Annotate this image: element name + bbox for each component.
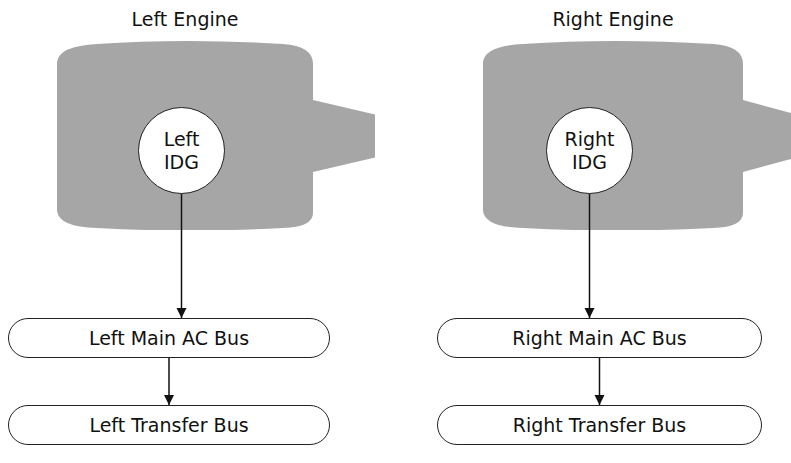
bus-box: Right Transfer Bus — [437, 405, 762, 445]
bus-box: Right Main AC Bus — [437, 318, 762, 358]
text-holder: Left IDG — [150, 128, 214, 174]
engine-silhouette — [57, 6, 375, 230]
text-holder: Left Transfer Bus — [89, 414, 248, 437]
bus-label: Left Transfer Bus — [89, 414, 248, 437]
connector-arrow — [168, 358, 170, 405]
text-holder: Right IDG — [558, 128, 622, 174]
generator-circle: Right IDG — [546, 107, 633, 194]
generator-circle: Left IDG — [138, 107, 225, 194]
bus-label: Left Main AC Bus — [89, 327, 249, 350]
generator-label: Right IDG — [558, 128, 622, 174]
text-holder: Right Main AC Bus — [512, 327, 686, 350]
bus-label: Right Transfer Bus — [513, 414, 687, 437]
engine-outline — [483, 41, 791, 230]
engine-outline — [57, 41, 375, 230]
bus-box: Left Transfer Bus — [8, 405, 330, 445]
text-holder: Left Main AC Bus — [89, 327, 249, 350]
engine-silhouette — [483, 6, 791, 230]
bus-box: Left Main AC Bus — [8, 318, 330, 358]
engine-title: Right Engine — [483, 8, 743, 31]
generator-label: Left IDG — [150, 128, 214, 174]
text-holder: Right Transfer Bus — [513, 414, 687, 437]
engine-title-holder: Right Engine — [483, 8, 743, 31]
engine-title: Left Engine — [57, 8, 313, 31]
engine-title-holder: Left Engine — [57, 8, 313, 31]
bus-label: Right Main AC Bus — [512, 327, 686, 350]
engine-shape: Left EngineLeft IDG — [57, 6, 375, 230]
engine-shape: Right EngineRight IDG — [483, 6, 791, 230]
connector-arrow — [599, 358, 601, 405]
